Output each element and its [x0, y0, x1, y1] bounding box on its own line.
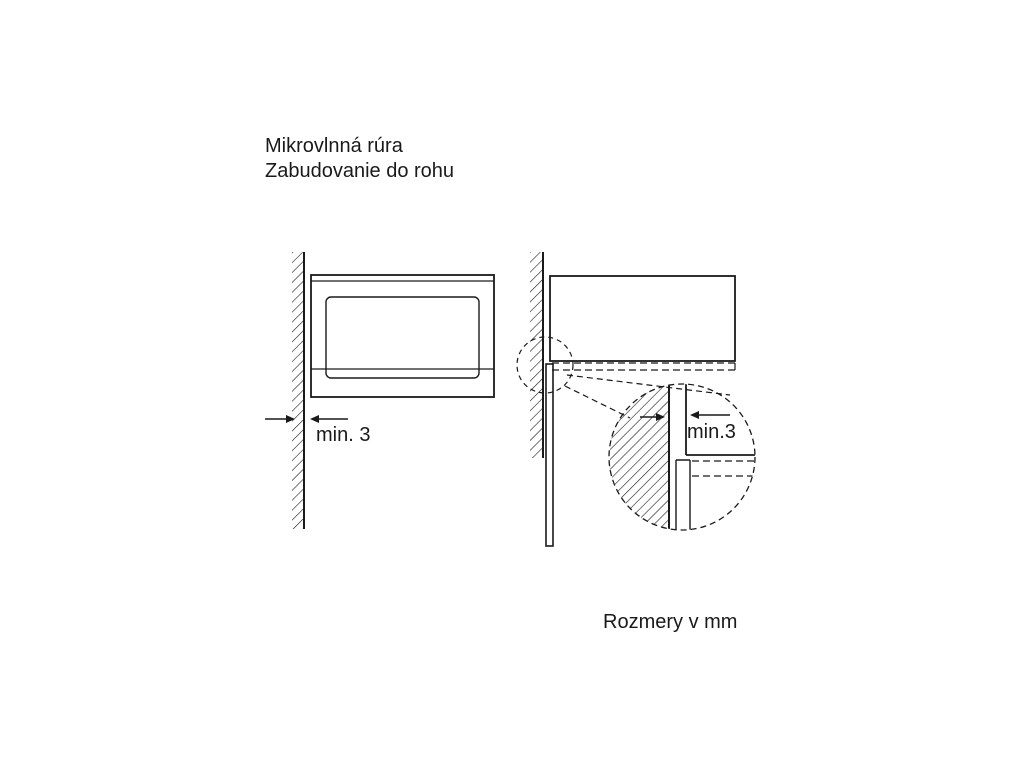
detail-enlargement: [608, 383, 756, 531]
front-view: [265, 252, 495, 529]
title-line-installation: Zabudovanie do rohu: [265, 160, 455, 182]
detail-clearance-dimension: [640, 411, 730, 421]
detail-leader-lines: [564, 374, 731, 419]
diagram-title: Mikrovlnná rúra Zabudovanie do rohu: [265, 134, 454, 184]
detail-clearance-label: min.3: [687, 421, 736, 443]
cabinet-side-panel: [545, 363, 554, 547]
microwave-front: [310, 274, 495, 398]
detail-circle: [608, 383, 756, 531]
detail-shelf-outline: [692, 460, 755, 477]
side-view: [516, 252, 756, 547]
cabinet-shelf-outline: [552, 362, 736, 371]
front-clearance-label: min. 3: [316, 424, 371, 446]
detail-panel: [675, 459, 691, 530]
detail-marker-circle: [516, 336, 574, 394]
side-wall-hatching: [530, 252, 542, 458]
microwave-side: [549, 275, 736, 362]
front-clearance-dimension: [265, 415, 348, 423]
title-line-product: Mikrovlnná rúra: [265, 135, 403, 157]
units-note: Rozmery v mm: [603, 611, 738, 633]
detail-wall-hatching: [610, 384, 669, 530]
front-wall-hatching: [292, 252, 303, 529]
